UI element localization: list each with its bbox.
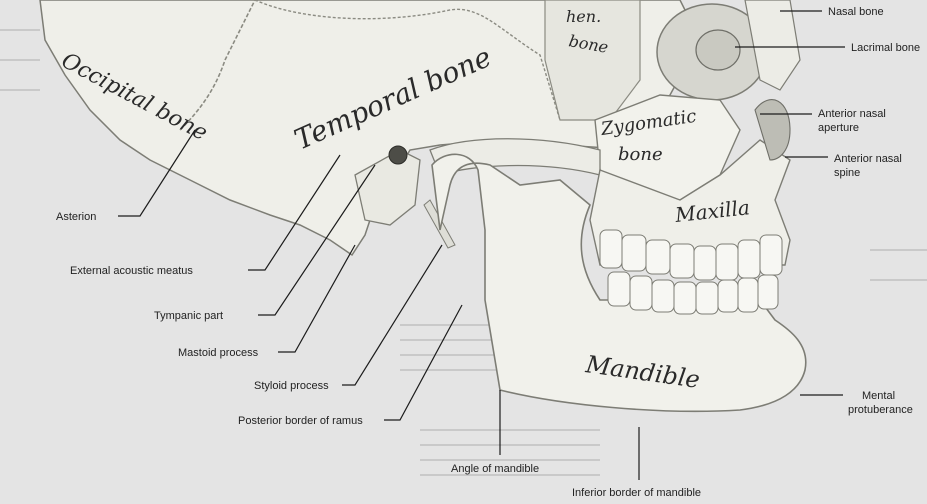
callout-anterior-nasal-spine-line1: Anterior nasal: [834, 153, 902, 165]
callout-styloid-process: Styloid process: [254, 380, 329, 392]
callout-angle-of-mandible: Angle of mandible: [451, 463, 539, 475]
callout-nasal-bone: Nasal bone: [828, 6, 884, 18]
external-acoustic-meatus: [389, 146, 407, 164]
label-sphenoid-fragment: hen.: [566, 7, 601, 26]
callout-asterion: Asterion: [56, 211, 96, 223]
label-zygomatic-bone: bone: [618, 144, 663, 165]
callout-anterior-nasal-aperture-line2: aperture: [818, 122, 859, 134]
callout-external-acoustic-meatus: External acoustic meatus: [70, 265, 193, 277]
callout-mastoid-process: Mastoid process: [178, 347, 259, 359]
callout-anterior-nasal-aperture-line1: Anterior nasal: [818, 108, 886, 120]
lacrimal-fossa: [696, 30, 740, 70]
callout-inferior-border-of-mandible: Inferior border of mandible: [572, 487, 701, 499]
callout-mental-protuberance-line2: protuberance: [848, 404, 913, 416]
callout-tympanic-part: Tympanic part: [154, 310, 223, 322]
callout-posterior-border-of-ramus: Posterior border of ramus: [238, 415, 363, 427]
callout-lacrimal-bone: Lacrimal bone: [851, 42, 920, 54]
callout-mental-protuberance-line1: Mental: [862, 390, 895, 402]
callout-anterior-nasal-spine-line2: spine: [834, 167, 860, 179]
